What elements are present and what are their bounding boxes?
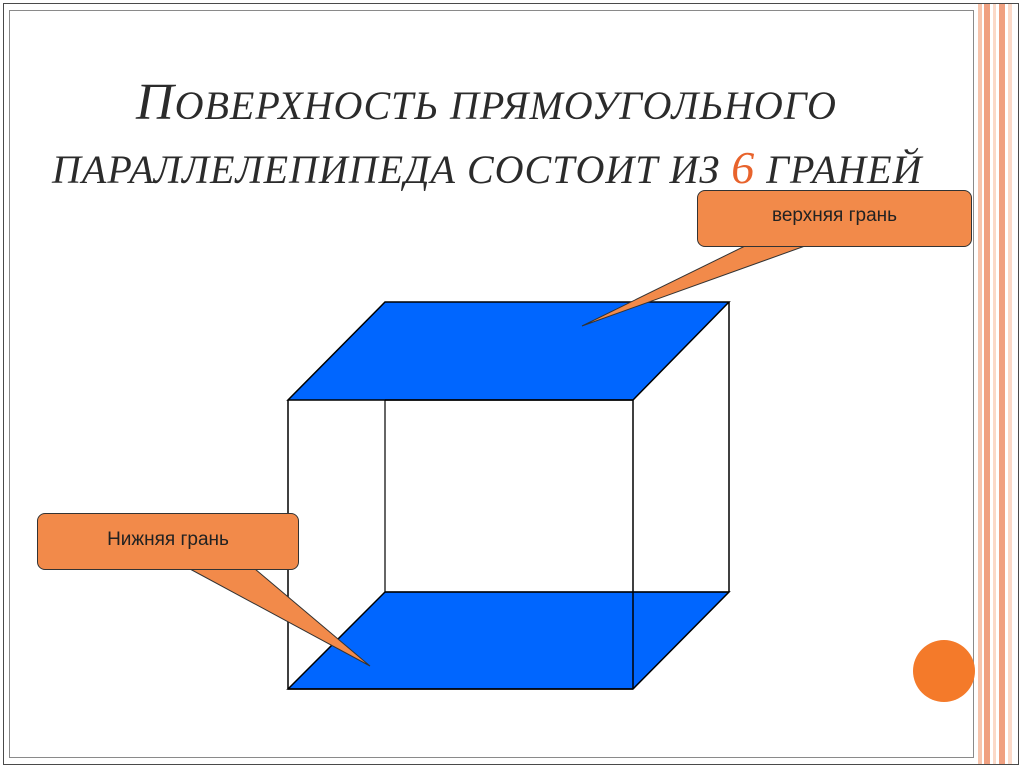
decor-stripe (1008, 4, 1012, 764)
callout-bottom-face: Нижняя грань (37, 513, 299, 570)
decor-orb (913, 640, 975, 702)
title-line-1: Поверхность прямоугольного (40, 72, 940, 137)
title-line-2-end: граней (766, 147, 923, 192)
slide-outer-border (3, 3, 1019, 765)
title-initial: П (136, 74, 175, 131)
title-line-2: параллелепипеда состоит из 6 граней (40, 137, 940, 201)
decor-stripe (978, 4, 982, 764)
decor-stripe (984, 4, 990, 764)
slide-title: Поверхность прямоугольного параллелепипе… (40, 72, 940, 201)
decor-stripe (993, 4, 996, 764)
slide-inner-border (9, 10, 974, 758)
callout-top-face: верхняя грань (697, 190, 972, 247)
bottom-face (286, 591, 731, 690)
callout-bottom-face-label: Нижняя грань (107, 529, 229, 550)
callout-top-face-label: верхняя грань (771, 205, 898, 226)
callout-bottom-pointer (189, 568, 371, 667)
title-line-2-text: параллелепипеда состоит из (52, 147, 721, 192)
title-number: 6 (731, 142, 756, 193)
title-line-1-text: оверхность прямоугольного (174, 83, 837, 128)
top-face (286, 301, 731, 401)
decor-stripe (999, 4, 1005, 764)
